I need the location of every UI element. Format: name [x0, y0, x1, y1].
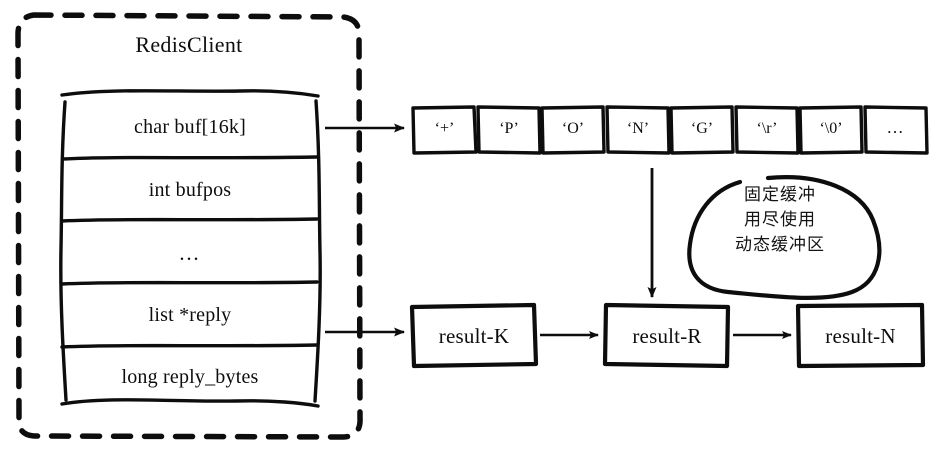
redisclient-dashed-border — [15, 12, 363, 440]
result-node-outlines — [409, 302, 926, 369]
redisclient-struct-box — [59, 89, 322, 408]
callout-bubble — [687, 175, 882, 300]
byte-cells-outline — [411, 105, 929, 155]
